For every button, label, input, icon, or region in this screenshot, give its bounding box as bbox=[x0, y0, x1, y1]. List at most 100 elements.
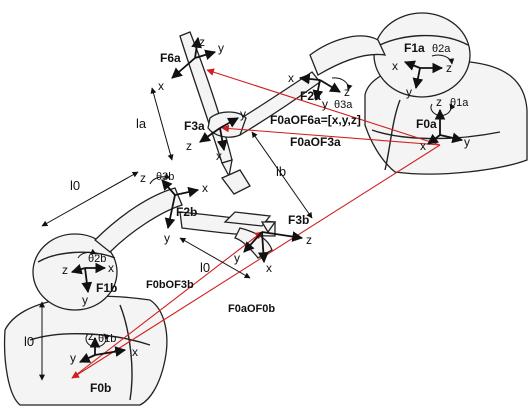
f6a-x-axis bbox=[171, 57, 196, 79]
label-theta2a: θ2a bbox=[432, 43, 451, 55]
la-dimension bbox=[150, 87, 174, 161]
f2b-z-axis bbox=[161, 179, 176, 196]
label-f1a: F1a bbox=[404, 41, 425, 55]
axis-label-f1b-z: z bbox=[62, 263, 68, 277]
theta2b-arc bbox=[77, 248, 97, 259]
vector-f0a-to-f6a bbox=[206, 68, 441, 146]
device-b-forearm bbox=[179, 211, 276, 237]
haptic-device-b bbox=[3, 169, 277, 406]
f6a-y-axis bbox=[194, 49, 217, 60]
label-l0-mid: l0 bbox=[200, 260, 210, 275]
f0a-x-axis bbox=[427, 133, 441, 145]
label-theta1b: θ1b bbox=[98, 333, 116, 345]
device-a-sphere bbox=[373, 12, 471, 98]
frame-labels: F6a z y x F1a θ2a x z y x F2a y z θ3a F0… bbox=[24, 35, 470, 395]
vector-f0a-to-f0b bbox=[71, 144, 441, 379]
l0-mid-dimension bbox=[179, 237, 251, 279]
device-b-stylus-tip bbox=[260, 221, 277, 234]
f3a-z-axis bbox=[199, 127, 221, 143]
axis-label-f0b-x: x bbox=[132, 345, 138, 359]
f1a-x-axis bbox=[403, 60, 421, 71]
label-theta2b: θ2b bbox=[88, 253, 106, 265]
theta1a-arc bbox=[430, 103, 456, 116]
label-la: la bbox=[136, 116, 147, 131]
theta3a-arc bbox=[331, 77, 353, 91]
axis-label-f6a-z: z bbox=[199, 35, 205, 49]
device-a-stylus-tip bbox=[221, 159, 233, 178]
label-f1b: F1b bbox=[96, 281, 117, 295]
axis-label-f1a-y: y bbox=[406, 85, 412, 99]
axis-label-f6a-y: y bbox=[218, 41, 224, 55]
axis-label-f2a-x: x bbox=[288, 71, 294, 85]
haptic-device-a bbox=[179, 12, 528, 178]
f1a-y-axis bbox=[412, 67, 424, 90]
label-theta3b: θ3b bbox=[156, 171, 174, 183]
axis-label-f2a-z: z bbox=[344, 85, 350, 99]
link-dimension-arrows bbox=[39, 87, 313, 381]
axis-label-f0b-y: y bbox=[70, 351, 76, 365]
f0b-x-axis bbox=[94, 346, 127, 357]
label-theta1a: θ1a bbox=[450, 97, 469, 109]
f2b-y-axis bbox=[164, 194, 176, 230]
axis-label-f3a-z: z bbox=[186, 139, 192, 153]
f3a-x-axis bbox=[216, 127, 228, 152]
label-l0-left: l0 bbox=[24, 334, 34, 349]
label-theta3a: θ3a bbox=[334, 99, 353, 111]
label-f0b: F0b bbox=[90, 381, 111, 395]
f3a-y-axis bbox=[219, 117, 239, 129]
theta1b-arc bbox=[85, 333, 110, 348]
device-a-upper-arm bbox=[309, 35, 387, 76]
f2a-z-axis bbox=[319, 79, 341, 93]
axis-label-f3a-y: y bbox=[240, 107, 246, 121]
joint-angle-arcs bbox=[77, 54, 456, 348]
f1b-y-axis bbox=[81, 267, 93, 294]
axis-label-f1a-z: z bbox=[446, 61, 452, 75]
label-f2a: F2a bbox=[300, 89, 321, 103]
axis-label-f0a-x: x bbox=[420, 139, 426, 153]
detached-stylus-piece bbox=[220, 169, 251, 195]
axis-label-f3b-z: z bbox=[306, 233, 312, 247]
f2a-x-axis bbox=[298, 73, 321, 85]
label-f3a: F3a bbox=[184, 119, 205, 133]
axis-label-f1a-x: x bbox=[392, 59, 398, 73]
axis-label-f2b-z: z bbox=[140, 171, 146, 185]
axis-label-f2a-y: y bbox=[322, 97, 328, 111]
label-f0a-of0b: F0aOF0b bbox=[228, 303, 275, 315]
device-b-sphere-seam bbox=[37, 251, 116, 263]
label-f0b-of3b: F0bOF3b bbox=[146, 279, 194, 291]
axis-label-f3b-x: x bbox=[266, 261, 272, 275]
label-f0a-of3a: F0aOF3a bbox=[290, 135, 341, 149]
axis-label-f1b-x: x bbox=[108, 261, 114, 275]
theta3b-arc bbox=[149, 173, 171, 185]
f1b-z-axis bbox=[70, 263, 86, 275]
label-f2b: F2b bbox=[176, 205, 197, 219]
label-f0a-of6a: F0aOF6a=[x,y,z] bbox=[270, 113, 361, 127]
frame-axes bbox=[70, 36, 464, 363]
f3b-x-axis bbox=[257, 231, 269, 264]
device-a-sphere-seam bbox=[379, 34, 469, 46]
label-l0-upper: l0 bbox=[70, 178, 80, 193]
f3b-z-axis bbox=[261, 231, 304, 242]
label-lb-top: lb bbox=[276, 164, 286, 179]
label-f0a: F0a bbox=[416, 117, 437, 131]
axis-label-f3b-y: y bbox=[234, 251, 240, 265]
theta2a-arc bbox=[431, 54, 455, 65]
label-f6a: F6a bbox=[160, 51, 181, 65]
axis-label-f2b-x: x bbox=[202, 181, 208, 195]
label-f3b: F3b bbox=[288, 213, 309, 227]
axis-label-f0a-y: y bbox=[464, 135, 470, 149]
l0-upper-dimension bbox=[41, 171, 139, 227]
f6a-z-axis bbox=[191, 36, 202, 59]
f0a-y-axis bbox=[439, 132, 464, 144]
f0b-y-axis bbox=[79, 352, 96, 363]
axis-label-f1b-y: y bbox=[82, 293, 88, 307]
f2a-y-axis bbox=[312, 79, 324, 102]
axis-label-f3a-x: x bbox=[216, 149, 222, 163]
lb-top-dimension bbox=[251, 131, 313, 219]
axis-label-f0b-z: z bbox=[88, 329, 94, 343]
axis-label-f6a-x: x bbox=[158, 79, 164, 93]
device-b-base bbox=[3, 295, 168, 406]
vector-f0a-to-f3a bbox=[221, 124, 441, 146]
axis-label-f0a-z: z bbox=[436, 95, 442, 109]
